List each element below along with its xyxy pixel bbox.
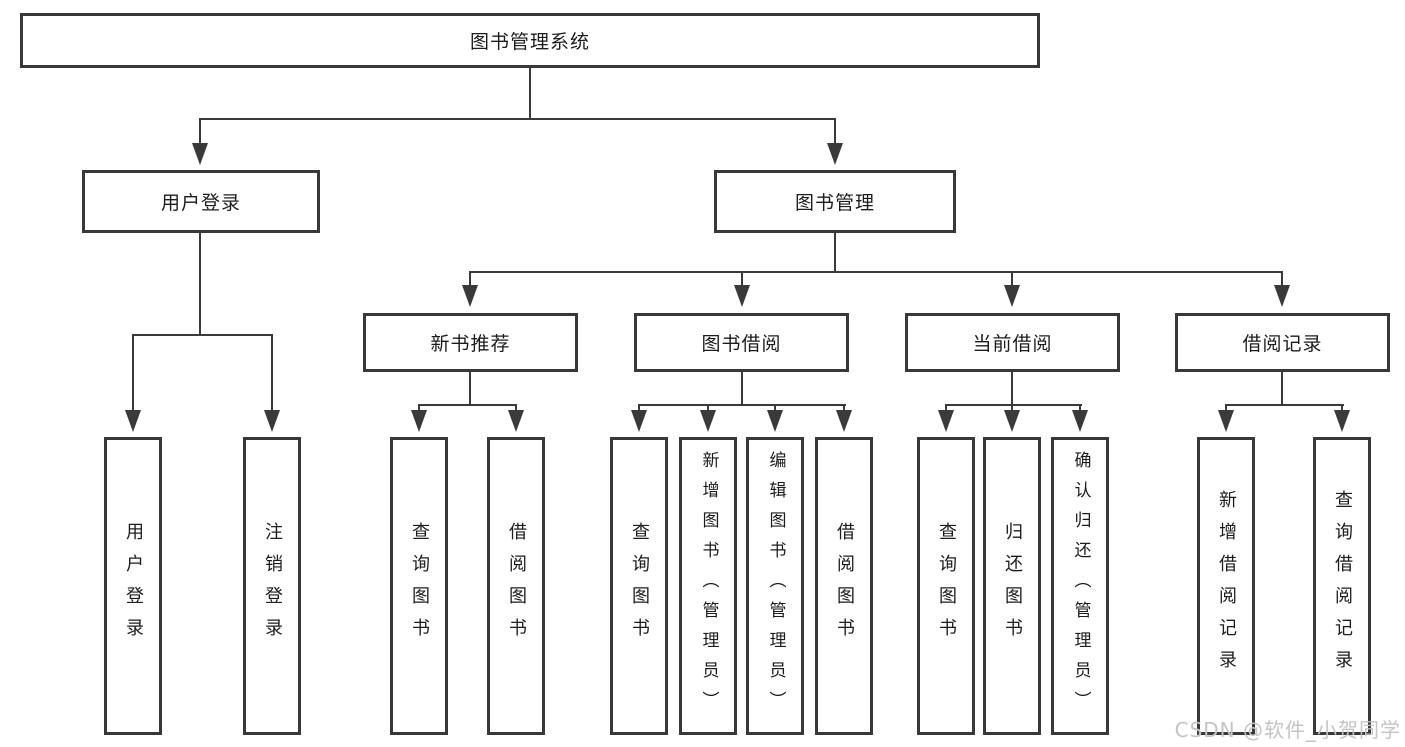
connector-drop-book-borrow [741,271,743,287]
arrow-down-icon [1334,410,1350,432]
leaf-bb-borrow-book-label: 借阅图书 [834,522,855,650]
node-root-label: 图书管理系统 [469,31,590,53]
leaf-cb-confirm-return: 确认归还（管理员） [1051,437,1109,735]
connector-drop-book-mgmt [834,118,836,145]
connector-drop-nb-query [418,404,420,412]
leaf-cb-query-book: 查询图书 [917,437,975,735]
node-root: 图书管理系统 [20,13,1040,68]
connector-drop-current-borrow [1011,271,1013,287]
leaf-nb-borrow-book: 借阅图书 [487,437,545,735]
connector-drop-borrow-record [1281,271,1283,287]
node-new-book-rec-label: 新书推荐 [430,333,511,355]
arrow-down-icon [125,410,141,432]
leaf-nb-borrow-book-label: 借阅图书 [506,522,527,650]
leaf-bb-edit-book: 编辑图书（管理员） [746,437,804,735]
leaf-bb-borrow-book: 借阅图书 [815,437,873,735]
connector-book-borrow-stem [741,372,743,406]
connector-drop-nb-borrow [515,404,517,412]
node-current-borrow: 当前借阅 [905,313,1120,372]
node-new-book-rec: 新书推荐 [363,313,578,372]
arrow-down-icon [462,285,478,307]
node-current-borrow-label: 当前借阅 [972,333,1053,355]
leaf-bb-query-book: 查询图书 [610,437,668,735]
connector-drop-cb-confirm [1079,404,1081,412]
arrow-down-icon [700,410,716,432]
leaf-cb-confirm-return-label: 确认归还（管理员） [1070,451,1091,721]
connector-drop-br-add [1225,404,1227,412]
leaf-nb-query-book-label: 查询图书 [409,522,430,650]
leaf-cb-return-book-label: 归还图书 [1002,522,1023,650]
leaf-br-query-record-label: 查询借阅记录 [1332,490,1353,682]
connector-root-stem [529,68,531,120]
connector-drop-bb-edit [774,404,776,412]
connector-root-bar [199,118,836,120]
connector-drop-bb-add [707,404,709,412]
arrow-down-icon [827,143,843,165]
connector-book-mgmt-stem [834,233,836,273]
connector-book-borrow-bar [638,404,846,406]
node-user-login: 用户登录 [82,170,320,233]
node-book-mgmt-label: 图书管理 [794,192,875,214]
leaf-bb-edit-book-label: 编辑图书（管理员） [765,451,786,721]
leaf-bb-query-book-label: 查询图书 [629,522,650,650]
connector-drop-logout [271,334,273,411]
arrow-down-icon [1218,410,1234,432]
connector-current-borrow-stem [1011,372,1013,406]
connector-new-book-rec-bar [418,404,517,406]
leaf-br-add-record: 新增借阅记录 [1197,437,1255,735]
connector-borrow-record-bar [1225,404,1344,406]
connector-drop-cb-return [1011,404,1013,412]
leaf-user-login-label: 用户登录 [123,522,144,650]
connector-current-borrow-bar [945,404,1082,406]
leaf-nb-query-book: 查询图书 [390,437,448,735]
connector-drop-bb-borrow [843,404,845,412]
arrow-down-icon [836,410,852,432]
leaf-bb-add-book: 新增图书（管理员） [679,437,737,735]
arrow-down-icon [192,143,208,165]
connector-new-book-rec-stem [469,372,471,406]
leaf-br-add-record-label: 新增借阅记录 [1216,490,1237,682]
node-book-mgmt: 图书管理 [714,170,956,233]
arrow-down-icon [1004,410,1020,432]
connector-user-login-bar [132,334,273,336]
connector-book-mgmt-bar [469,271,1283,273]
node-borrow-record: 借阅记录 [1175,313,1390,372]
leaf-br-query-record: 查询借阅记录 [1313,437,1371,735]
node-borrow-record-label: 借阅记录 [1242,333,1323,355]
csdn-watermark: CSDN @软件_小贺同学 [1174,718,1401,742]
arrow-down-icon [767,410,783,432]
arrow-down-icon [1072,410,1088,432]
arrow-down-icon [734,285,750,307]
node-book-borrow-label: 图书借阅 [701,333,782,355]
leaf-bb-add-book-label: 新增图书（管理员） [698,451,719,721]
leaf-logout: 注销登录 [243,437,301,735]
leaf-cb-query-book-label: 查询图书 [936,522,957,650]
leaf-logout-label: 注销登录 [262,522,283,650]
node-book-borrow: 图书借阅 [634,313,849,372]
arrow-down-icon [411,410,427,432]
arrow-down-icon [1274,285,1290,307]
connector-user-login-stem [199,233,201,336]
connector-drop-user-login [199,118,201,145]
node-user-login-label: 用户登录 [160,192,241,214]
leaf-cb-return-book: 归还图书 [983,437,1041,735]
leaf-user-login: 用户登录 [104,437,162,735]
connector-drop-cb-query [945,404,947,412]
arrow-down-icon [508,410,524,432]
connector-drop-br-query [1341,404,1343,412]
arrow-down-icon [264,410,280,432]
arrow-down-icon [1004,285,1020,307]
connector-drop-bb-query [638,404,640,412]
connector-borrow-record-stem [1281,372,1283,406]
connector-drop-new-book-rec [469,271,471,287]
arrow-down-icon [938,410,954,432]
arrow-down-icon [631,410,647,432]
connector-drop-login [132,334,134,411]
